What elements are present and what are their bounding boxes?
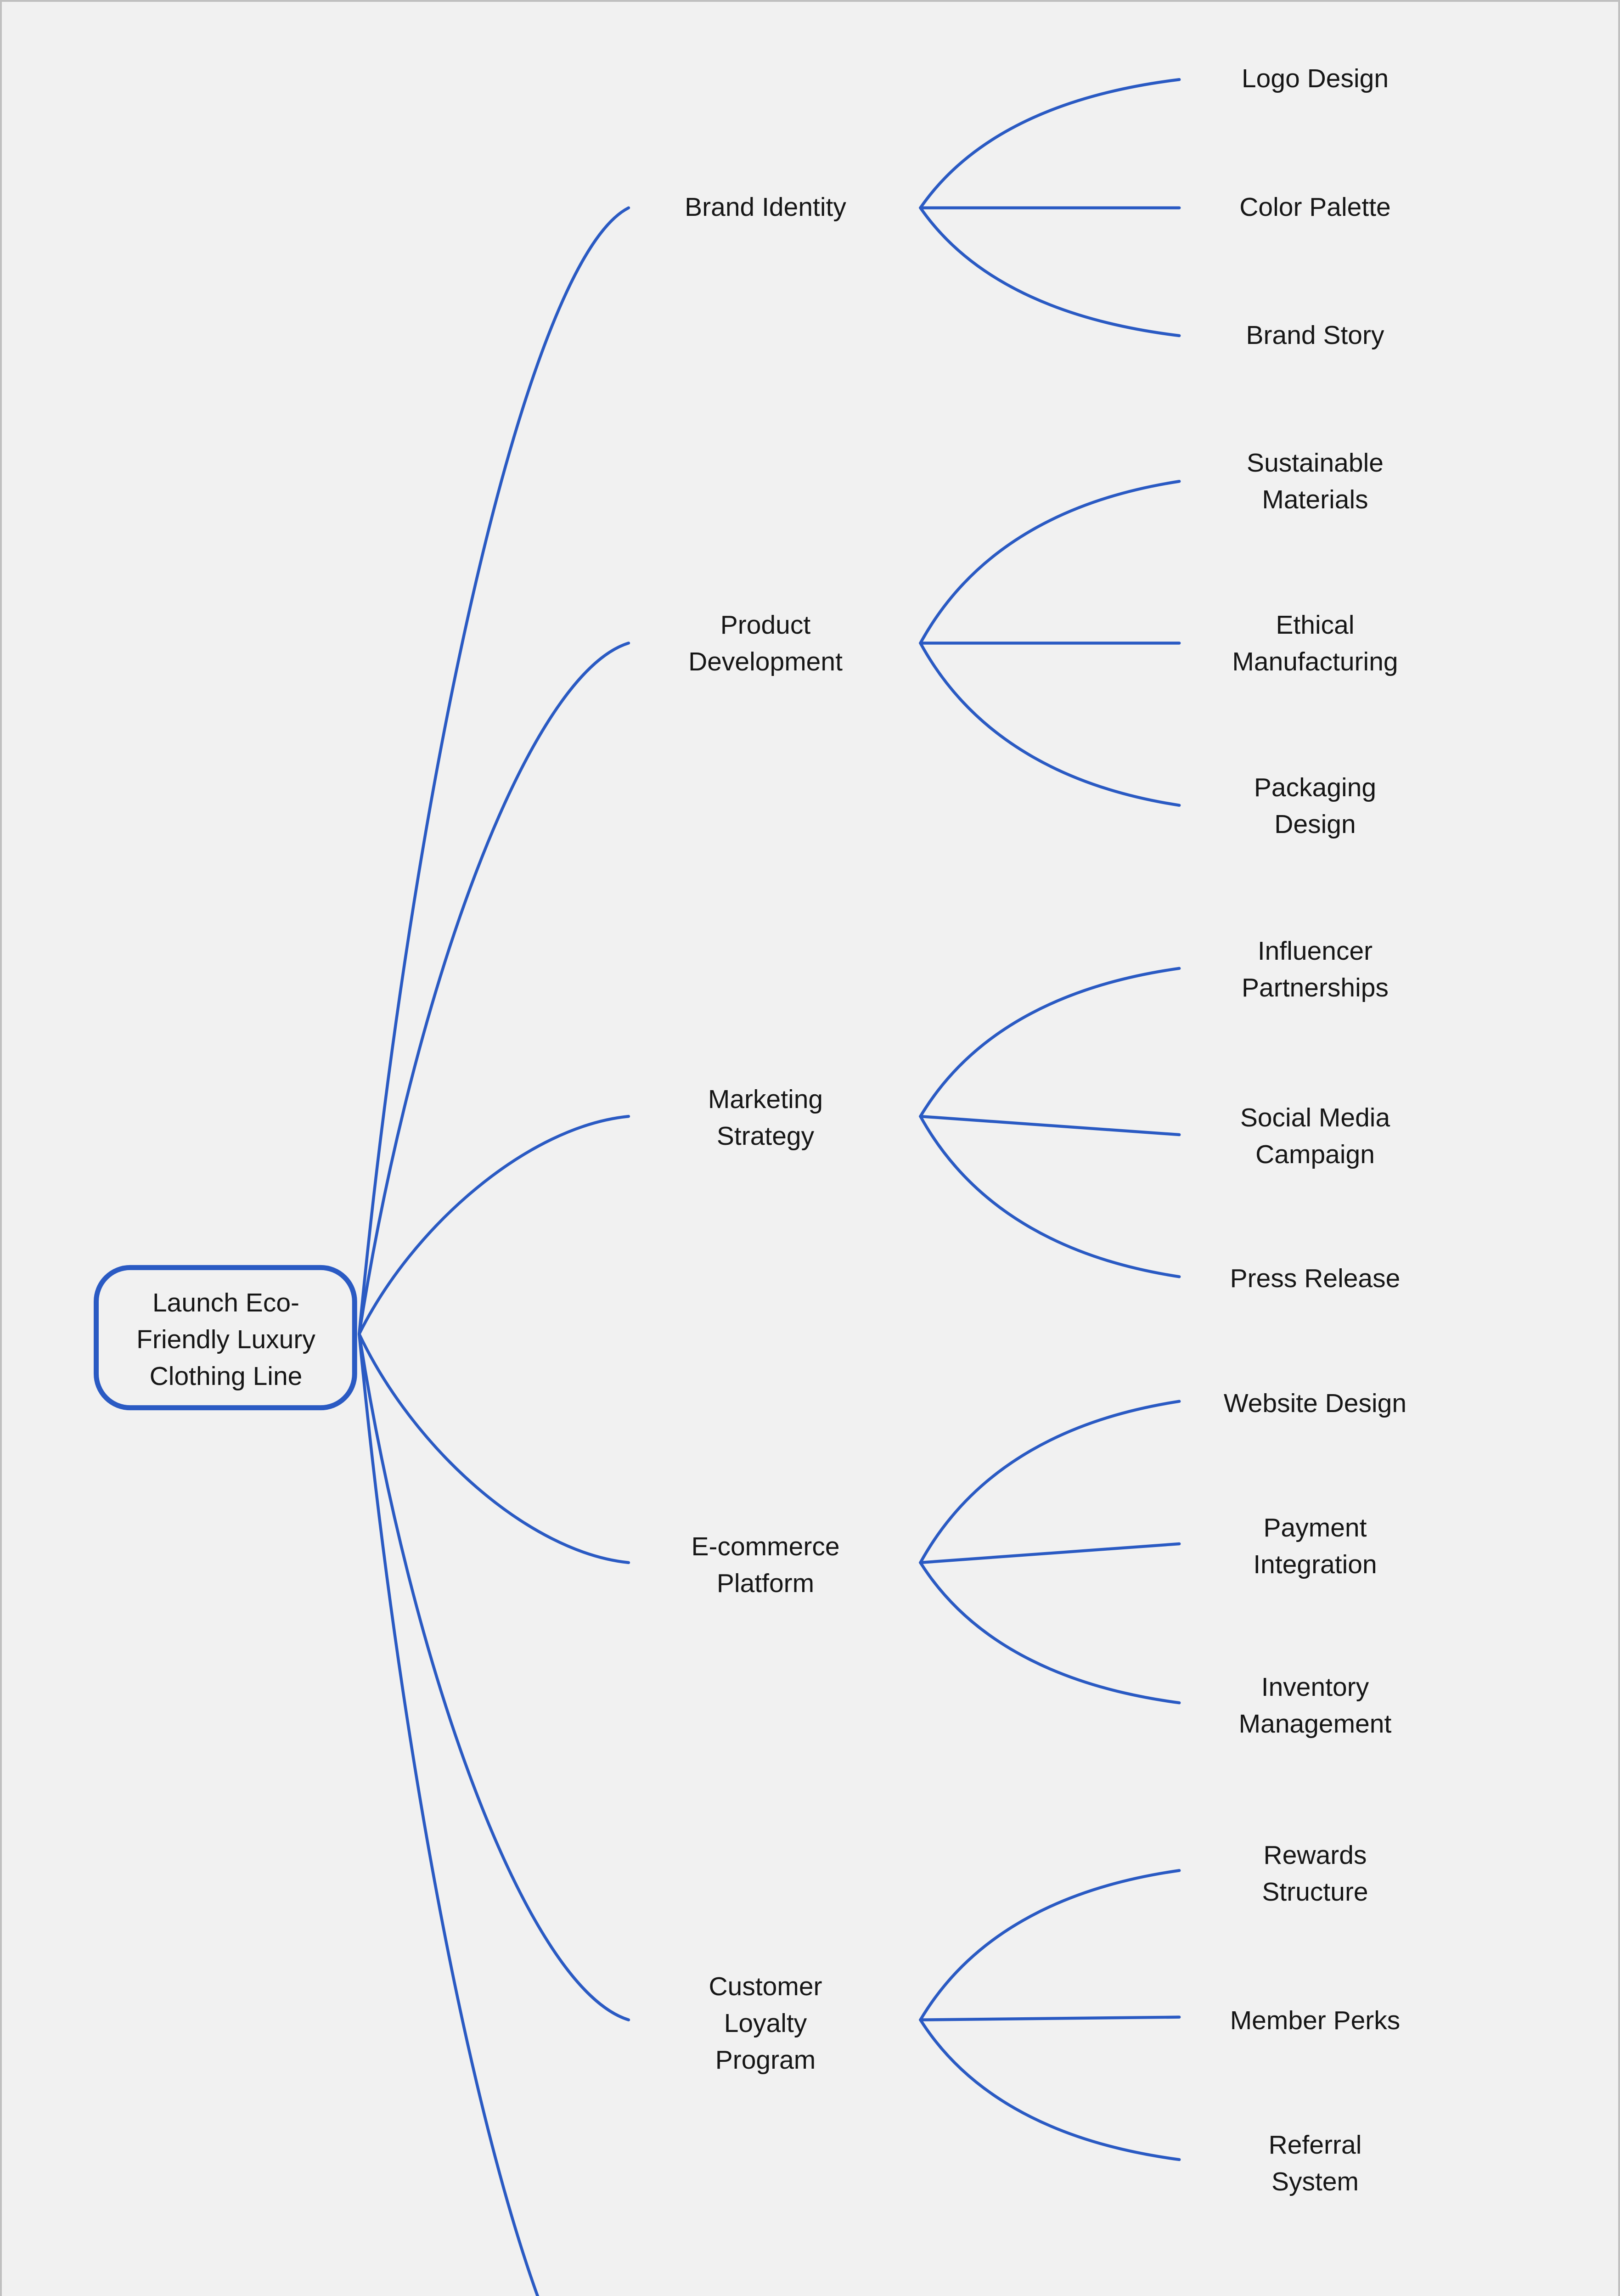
connector-root-to-e-commerce-platform <box>357 1332 630 1564</box>
connector-root-to-launch-event <box>357 1332 540 2296</box>
leaf-node-referral-system[interactable]: Referral System <box>1268 2130 1362 2196</box>
connector-root-to-marketing-strategy <box>357 1114 630 1336</box>
connector-e-commerce-platform-to-inventory-management <box>919 1561 1181 1705</box>
leaf-node-website-design[interactable]: Website Design <box>1223 1389 1407 1418</box>
leaf-node-logo-design[interactable]: Logo Design <box>1241 64 1389 93</box>
connector-root-to-customer-loyalty-program <box>357 1332 630 2021</box>
root-node-label[interactable]: Launch Eco- Friendly Luxury Clothing Lin… <box>136 1288 315 1391</box>
connector-root-to-brand-identity <box>357 206 630 1336</box>
leaf-node-sustainable-materials[interactable]: Sustainable Materials <box>1247 448 1384 514</box>
leaf-node-packaging-design[interactable]: Packaging Design <box>1254 773 1377 839</box>
connector-customer-loyalty-program-to-member-perks <box>919 2015 1181 2021</box>
leaf-node-member-perks[interactable]: Member Perks <box>1230 2006 1401 2035</box>
connector-e-commerce-platform-to-website-design <box>919 1400 1181 1564</box>
connector-brand-identity-to-brand-story <box>919 206 1181 338</box>
leaf-node-press-release[interactable]: Press Release <box>1230 1264 1401 1293</box>
branch-node-product-development[interactable]: Product Development <box>688 610 843 676</box>
connector-product-development-to-sustainable-materials <box>919 480 1181 645</box>
leaf-node-venue-selection[interactable]: Venue Selection <box>1261 2289 1369 2296</box>
leaf-node-influencer-partnerships[interactable]: Influencer Partnerships <box>1242 936 1389 1002</box>
leaf-node-brand-story[interactable]: Brand Story <box>1246 321 1384 350</box>
connector-e-commerce-platform-to-payment-integration <box>919 1542 1181 1564</box>
connector-marketing-strategy-to-social-media-campaign <box>919 1114 1181 1137</box>
leaf-node-color-palette[interactable]: Color Palette <box>1239 192 1391 222</box>
branch-node-customer-loyalty-program[interactable]: Customer Loyalty Program <box>709 1972 822 2075</box>
connector-customer-loyalty-program-to-referral-system <box>919 2018 1181 2161</box>
leaf-node-inventory-management[interactable]: Inventory Management <box>1238 1672 1392 1739</box>
leaf-node-social-media-campaign[interactable]: Social Media Campaign <box>1240 1103 1390 1169</box>
root-node[interactable] <box>94 1265 357 1411</box>
branch-node-e-commerce-platform[interactable]: E-commerce Platform <box>691 1532 840 1598</box>
connector-product-development-to-packaging-design <box>919 642 1181 807</box>
branch-node-marketing-strategy[interactable]: Marketing Strategy <box>708 1085 823 1151</box>
connector-marketing-strategy-to-influencer-partnerships <box>919 967 1181 1118</box>
branch-node-brand-identity[interactable]: Brand Identity <box>685 192 846 222</box>
connector-marketing-strategy-to-press-release <box>919 1114 1181 1278</box>
connector-brand-identity-to-logo-design <box>919 78 1181 209</box>
connector-root-to-product-development <box>357 642 630 1336</box>
leaf-node-rewards-structure[interactable]: Rewards Structure <box>1262 1840 1368 1907</box>
leaf-node-ethical-manufacturing[interactable]: Ethical Manufacturing <box>1232 610 1398 676</box>
connector-customer-loyalty-program-to-rewards-structure <box>919 1869 1181 2021</box>
leaf-node-payment-integration[interactable]: Payment Integration <box>1253 1513 1377 1579</box>
